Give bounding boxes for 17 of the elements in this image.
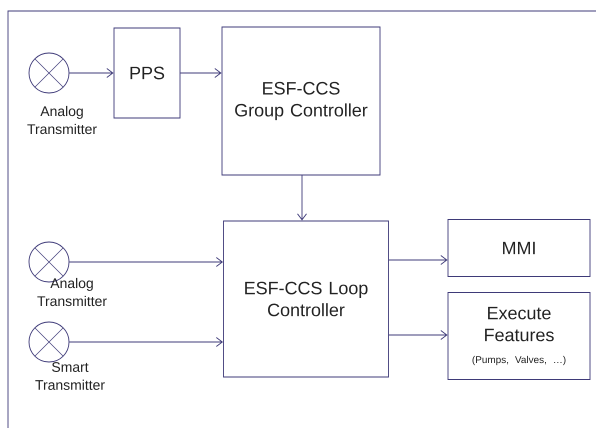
transmitter-label: Smart Transmitter [35, 362, 105, 390]
arrow [388, 255, 448, 265]
transmitter-label: Analog Transmitter [37, 278, 107, 306]
arrow [388, 330, 448, 340]
arrow [69, 337, 224, 347]
arrow [69, 257, 224, 267]
process-box: Execute Features (Pumps, Valves, …) [448, 292, 590, 380]
process-box: ESF-CCS Group Controller [222, 26, 380, 176]
transmitter-label: Analog Transmitter [27, 106, 97, 134]
process-box: MMI [448, 219, 590, 277]
arrow [69, 68, 114, 78]
process-box: PPS [114, 28, 180, 118]
arrow [297, 175, 307, 221]
arrow [180, 68, 222, 78]
transmitter-symbol [28, 322, 70, 362]
process-box: ESF-CCS Loop Controller [223, 220, 389, 378]
transmitter-symbol [28, 52, 70, 94]
